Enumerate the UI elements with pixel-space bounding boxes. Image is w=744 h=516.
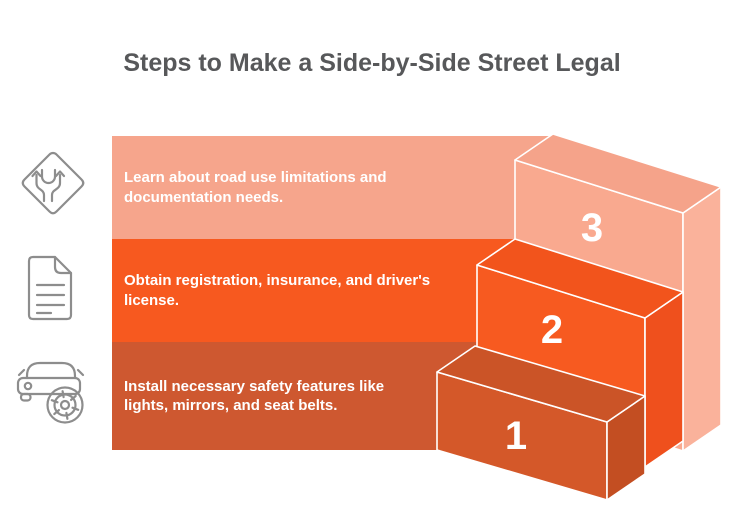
step-2-text-line: license. (124, 291, 180, 309)
road-split-sign-icon (21, 151, 85, 215)
step-1-text-line: lights, mirrors, and seat belts. (124, 397, 338, 414)
step-3-text-line: Learn about road use limitations and (124, 169, 387, 186)
step-2-text-line: Obtain registration, insurance, and driv… (124, 272, 431, 289)
document-icon (27, 255, 73, 321)
step-1-box (436, 345, 646, 501)
step-2-side-face (644, 291, 684, 468)
step-2-number: 2 (541, 308, 563, 352)
step-1-band: Install necessary safety features like l… (112, 342, 477, 450)
step-3-band: Learn about road use limitations and doc… (112, 136, 553, 239)
step-3-number: 3 (581, 206, 603, 250)
car-gear-icon (16, 361, 85, 424)
step-1-number: 1 (505, 414, 527, 458)
step-3-side-face (682, 186, 722, 452)
step-1-text-line: Install necessary safety features like (124, 377, 385, 395)
step-3-text-line: documentation needs. (124, 188, 284, 206)
step-3-top-face (514, 133, 722, 214)
step-2-top-face (476, 238, 684, 319)
step-2-band: Obtain registration, insurance, and driv… (112, 239, 516, 342)
step-1-top-face (436, 345, 646, 423)
page-title: Steps to Make a Side-by-Side Street Lega… (123, 49, 621, 77)
